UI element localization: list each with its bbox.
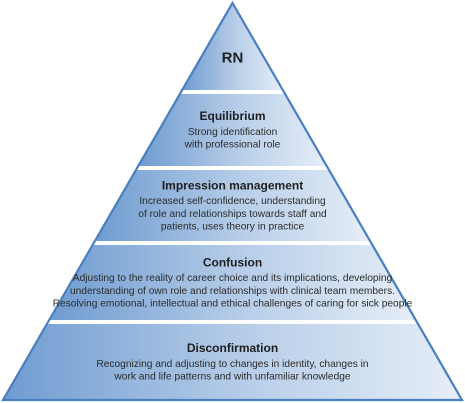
- level-description-line: work and life patterns and with unfamili…: [113, 372, 350, 383]
- level-description-line: Strong identification: [188, 127, 277, 138]
- level-title-equilibrium: Equilibrium: [200, 109, 266, 123]
- level-title-disconfirmation: Disconfirmation: [187, 341, 278, 355]
- level-description-line: Resolving emotional, intellectual and et…: [53, 298, 413, 309]
- pyramid-level-disconfirmation: [3, 324, 462, 400]
- pyramid-level-rn: [182, 4, 283, 90]
- level-description-line: with professional role: [184, 140, 281, 151]
- pyramid-level-confusion: [49, 245, 416, 320]
- level-description-line: Increased self-confidence, understanding: [139, 196, 326, 207]
- level-description-line: understanding of own role and relationsh…: [70, 286, 395, 297]
- pyramid-level-impression-management: [95, 170, 370, 241]
- level-description-line: of role and relationships towards staff …: [138, 209, 327, 220]
- level-description-line: patients, uses theory in practice: [161, 221, 305, 232]
- pyramid-level-equilibrium: [138, 94, 327, 166]
- level-description-line: Recognizing and adjusting to changes in …: [96, 359, 368, 370]
- level-title-confusion: Confusion: [203, 255, 262, 269]
- level-description-line: Adjusting to the reality of career choic…: [73, 273, 393, 284]
- level-title-impression-management: Impression management: [162, 178, 303, 192]
- level-title-rn: RN: [222, 50, 244, 67]
